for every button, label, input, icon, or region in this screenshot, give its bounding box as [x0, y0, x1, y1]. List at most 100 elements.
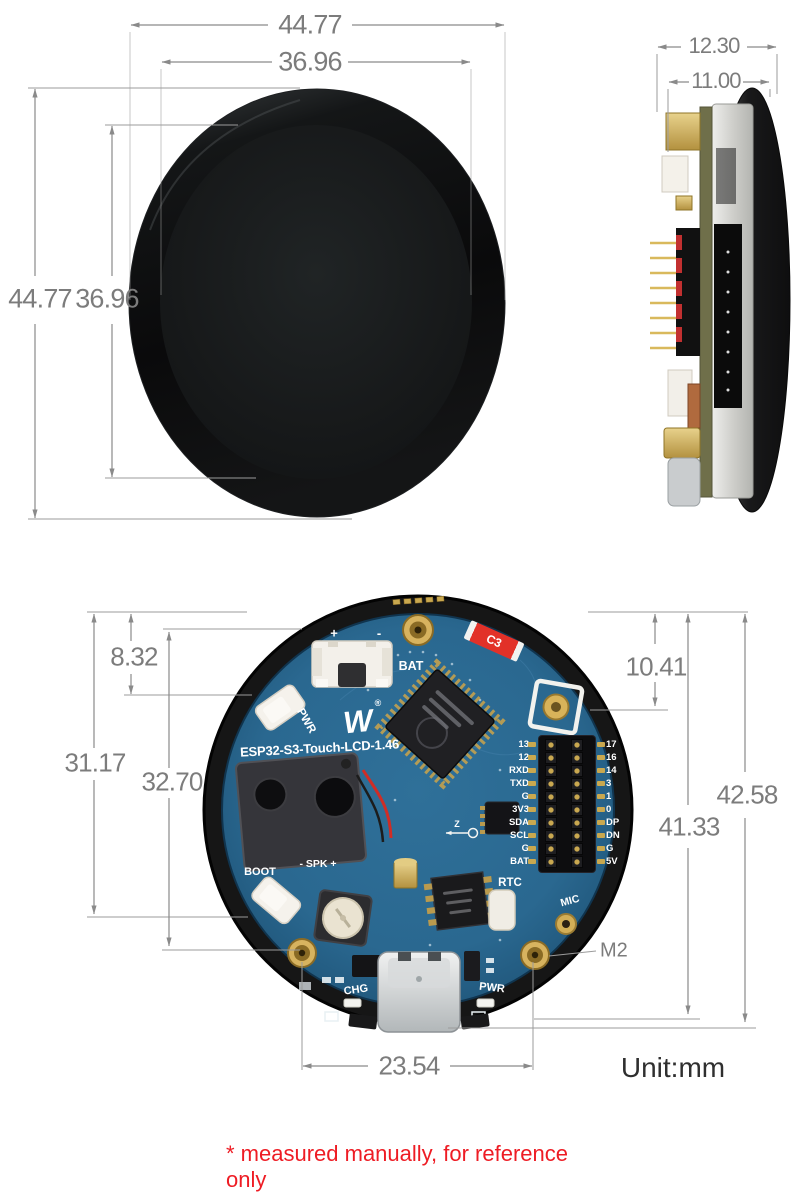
- board-tab-right: [460, 1013, 490, 1030]
- dim-back-screw-spacing: 23.54: [378, 1050, 440, 1081]
- ipex-antenna-connector: [527, 678, 585, 736]
- pin-pad-left: [528, 742, 536, 747]
- silk-bat-plus: +: [330, 625, 338, 641]
- chg-silk-box: [324, 1011, 339, 1022]
- side-flex-connector: [714, 224, 742, 408]
- silk-pwr-led-label: PWR: [478, 980, 506, 996]
- pin-label-left: G: [521, 791, 529, 802]
- dim-side-module-thickness: 11.00: [691, 68, 741, 93]
- pwr-side-button[interactable]: [253, 683, 307, 732]
- pin-label-right: 3: [606, 778, 612, 789]
- side-bat-connector: [661, 155, 689, 193]
- pin-contact: [571, 765, 583, 777]
- pin-label-right: 0: [606, 804, 612, 815]
- pin-pad-right: [597, 781, 605, 786]
- usb-c-connector[interactable]: [377, 951, 461, 1033]
- display-screen: [160, 125, 472, 479]
- pin-label-left: TXD: [510, 778, 529, 789]
- esp32-chip: [374, 658, 506, 790]
- board-tab-left: [348, 1013, 378, 1030]
- rtc-chip: [423, 871, 497, 931]
- glass-highlight: [149, 99, 301, 231]
- speaker-wire-red: [361, 769, 393, 839]
- pin-label-left: 3V3: [512, 804, 529, 815]
- chg-led: [343, 998, 362, 1008]
- dim-front-outer-width: 44.77: [278, 9, 342, 40]
- side-antenna-block: [665, 112, 701, 151]
- silk-pads: [299, 958, 494, 990]
- pin-contact: [545, 843, 557, 855]
- pin-contact: [545, 830, 557, 842]
- silk-boot-label: BOOT: [244, 866, 276, 878]
- bat-connector: [311, 640, 393, 688]
- dim-side-total-thickness: 12.30: [688, 33, 740, 58]
- front-view: [128, 88, 506, 518]
- pin-label-left: RXD: [508, 765, 529, 776]
- speaker: [235, 752, 367, 872]
- pin-contact: [545, 856, 557, 868]
- side-pcb-edge: [699, 106, 713, 498]
- vibration-motor: [313, 889, 373, 947]
- pin-pad-right: [597, 768, 605, 773]
- chg-qfn-chip: [352, 955, 382, 977]
- extension-lines: [28, 32, 778, 1070]
- pwr-led: [476, 998, 495, 1008]
- m2-leader-line: [548, 950, 597, 957]
- dim-back-antenna-offset: 10.41: [625, 651, 687, 682]
- pin-pad-left: [528, 794, 536, 799]
- pin-label-right: DN: [606, 830, 620, 841]
- silk-bat-minus: -: [376, 625, 382, 641]
- pin-pad-left: [528, 768, 536, 773]
- side-view: [650, 87, 791, 513]
- pin-contact: [545, 778, 557, 790]
- microphone-component: [393, 858, 418, 889]
- silk-bat-label: BAT: [398, 659, 424, 673]
- screw-hole-top-icon: [402, 614, 434, 646]
- screw-hole-left-icon: [287, 938, 317, 968]
- pin-contact: [545, 739, 557, 751]
- pin-pad-left: [528, 781, 536, 786]
- pin-pad-left: [528, 833, 536, 838]
- dim-front-inner-width: 36.96: [278, 46, 342, 77]
- pin-contact: [571, 778, 583, 790]
- pin-contact: [571, 791, 583, 803]
- pin-pad-left: [528, 755, 536, 760]
- side-connector-dots: [726, 250, 730, 392]
- pin-contact: [571, 817, 583, 829]
- usb-side-component: [464, 951, 480, 981]
- side-module-shadow: [716, 148, 736, 204]
- boot-side-button[interactable]: [250, 875, 303, 926]
- pin-pad-right: [597, 833, 605, 838]
- pin-label-left: SCL: [510, 830, 529, 841]
- pin-pad-left: [528, 846, 536, 851]
- m2-screw-label: M2: [600, 939, 628, 962]
- pin-label-left: BAT: [510, 856, 529, 867]
- pin-label-right: 5V: [606, 856, 618, 867]
- pin-label-left: 12: [518, 752, 529, 763]
- pin-contact: [545, 804, 557, 816]
- side-copper-coil: [687, 383, 701, 429]
- pin-label-right: DP: [606, 817, 620, 828]
- silk-spk-label: - SPK +: [299, 858, 337, 870]
- side-usb-edge: [667, 457, 701, 507]
- unit-label: Unit:mm: [620, 1052, 726, 1083]
- pin-label-right: 1: [606, 791, 612, 802]
- pin-label-left: G: [521, 843, 529, 854]
- silk-rtc-label: RTC: [498, 877, 522, 889]
- side-header-pins: [650, 241, 676, 350]
- axis-marker-icon: [445, 827, 479, 839]
- pin-pad-right: [597, 742, 605, 747]
- side-gold-cylinder: [663, 427, 701, 459]
- c3-label: C3: [484, 631, 504, 651]
- pin-contact: [571, 856, 583, 868]
- pin-contact: [571, 830, 583, 842]
- dim-back-screw-offset: 32.70: [141, 766, 203, 797]
- logo-registered-mark: ®: [374, 698, 382, 708]
- rtc-crystal: [488, 889, 516, 931]
- pin-contact: [571, 752, 583, 764]
- dim-back-total-height: 42.58: [716, 779, 778, 810]
- pin-label-left: SDA: [508, 817, 529, 828]
- pin-pad-right: [597, 859, 605, 864]
